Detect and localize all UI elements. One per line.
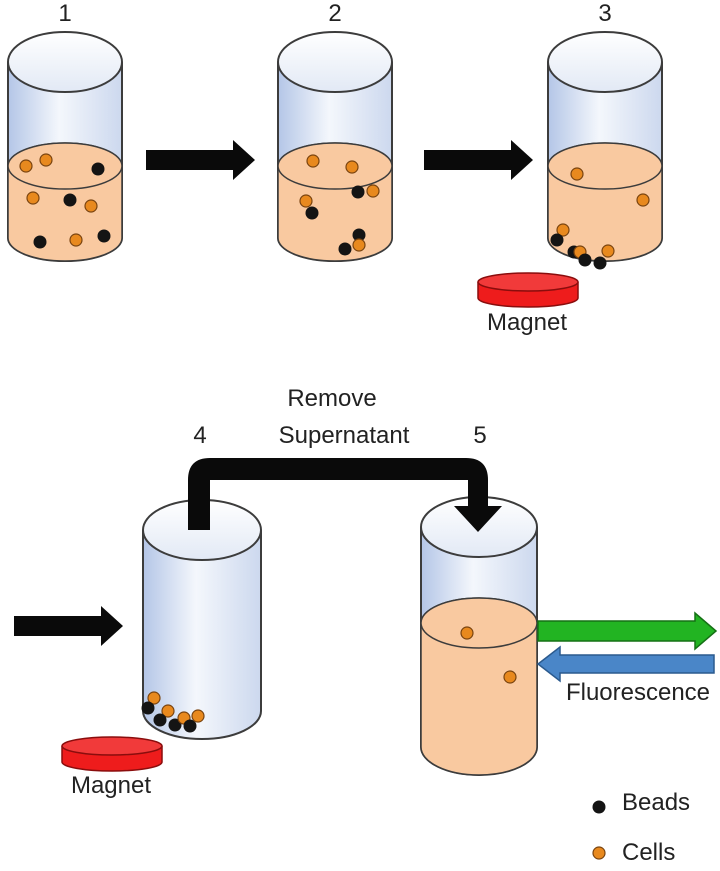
step-number-1: 1 xyxy=(58,0,71,27)
cell xyxy=(191,709,205,723)
cell xyxy=(352,238,366,252)
magnet-3 xyxy=(477,272,579,308)
step-number-2: 2 xyxy=(328,0,341,27)
tube-4 xyxy=(142,499,262,740)
emission-arrow xyxy=(536,645,715,683)
cell xyxy=(26,191,40,205)
cell xyxy=(39,153,53,167)
tube-1 xyxy=(7,31,123,262)
tube-4-body xyxy=(142,530,262,740)
legend-cell-swatch xyxy=(592,846,606,860)
cell xyxy=(19,159,33,173)
tube-2 xyxy=(277,31,393,262)
bead xyxy=(63,193,77,207)
legend-cells-label: Cells xyxy=(622,839,675,866)
tube-2-liquid-surface xyxy=(277,142,393,190)
magnet-4 xyxy=(61,736,163,772)
cell xyxy=(503,670,517,684)
bead xyxy=(338,242,352,256)
step-number-5: 5 xyxy=(473,422,486,449)
bead xyxy=(578,253,592,267)
magnet-3-label: Magnet xyxy=(487,309,567,336)
cell xyxy=(161,704,175,718)
arrow-step-2-to-3 xyxy=(424,140,533,180)
arrow-into-step-4 xyxy=(14,606,123,646)
cell xyxy=(636,193,650,207)
remove-supernatant-arrow xyxy=(188,458,502,532)
bead xyxy=(141,701,155,715)
bead xyxy=(351,185,365,199)
legend-bead-swatch xyxy=(592,800,606,814)
tube-2-rim xyxy=(277,31,393,93)
magnet-4-top xyxy=(61,736,163,756)
cell xyxy=(345,160,359,174)
cell xyxy=(570,167,584,181)
excitation-arrow xyxy=(537,611,718,651)
bead xyxy=(550,233,564,247)
arrow-step-1-to-2 xyxy=(146,140,255,180)
bead xyxy=(97,229,111,243)
tube-1-rim xyxy=(7,31,123,93)
bead xyxy=(183,719,197,733)
tube-3-liquid-surface xyxy=(547,142,663,190)
magnet-3-top xyxy=(477,272,579,292)
cell xyxy=(601,244,615,258)
cell xyxy=(366,184,380,198)
legend: Beads Cells xyxy=(592,789,690,866)
particles xyxy=(19,153,650,733)
tube-5 xyxy=(420,496,538,776)
remove-supernatant-label-line-2: Supernatant xyxy=(279,422,410,449)
bead xyxy=(91,162,105,176)
step-number-3: 3 xyxy=(598,0,611,27)
cell xyxy=(299,194,313,208)
tube-3-rim xyxy=(547,31,663,93)
legend-beads-label: Beads xyxy=(622,789,690,816)
cell xyxy=(306,154,320,168)
bead xyxy=(593,256,607,270)
bead xyxy=(305,206,319,220)
remove-supernatant-label-line-1: Remove xyxy=(287,385,376,412)
cell xyxy=(460,626,474,640)
cell xyxy=(147,691,161,705)
step-number-4: 4 xyxy=(193,422,206,449)
fluorescence-label: Fluorescence xyxy=(566,679,710,706)
cell xyxy=(556,223,570,237)
tube-1-liquid-surface xyxy=(7,142,123,190)
cell xyxy=(69,233,83,247)
tube-5-liquid-surface xyxy=(420,597,538,649)
bead xyxy=(168,718,182,732)
bead xyxy=(352,228,366,242)
bead xyxy=(153,713,167,727)
bead xyxy=(33,235,47,249)
magnet-4-label: Magnet xyxy=(71,772,151,799)
cell xyxy=(84,199,98,213)
